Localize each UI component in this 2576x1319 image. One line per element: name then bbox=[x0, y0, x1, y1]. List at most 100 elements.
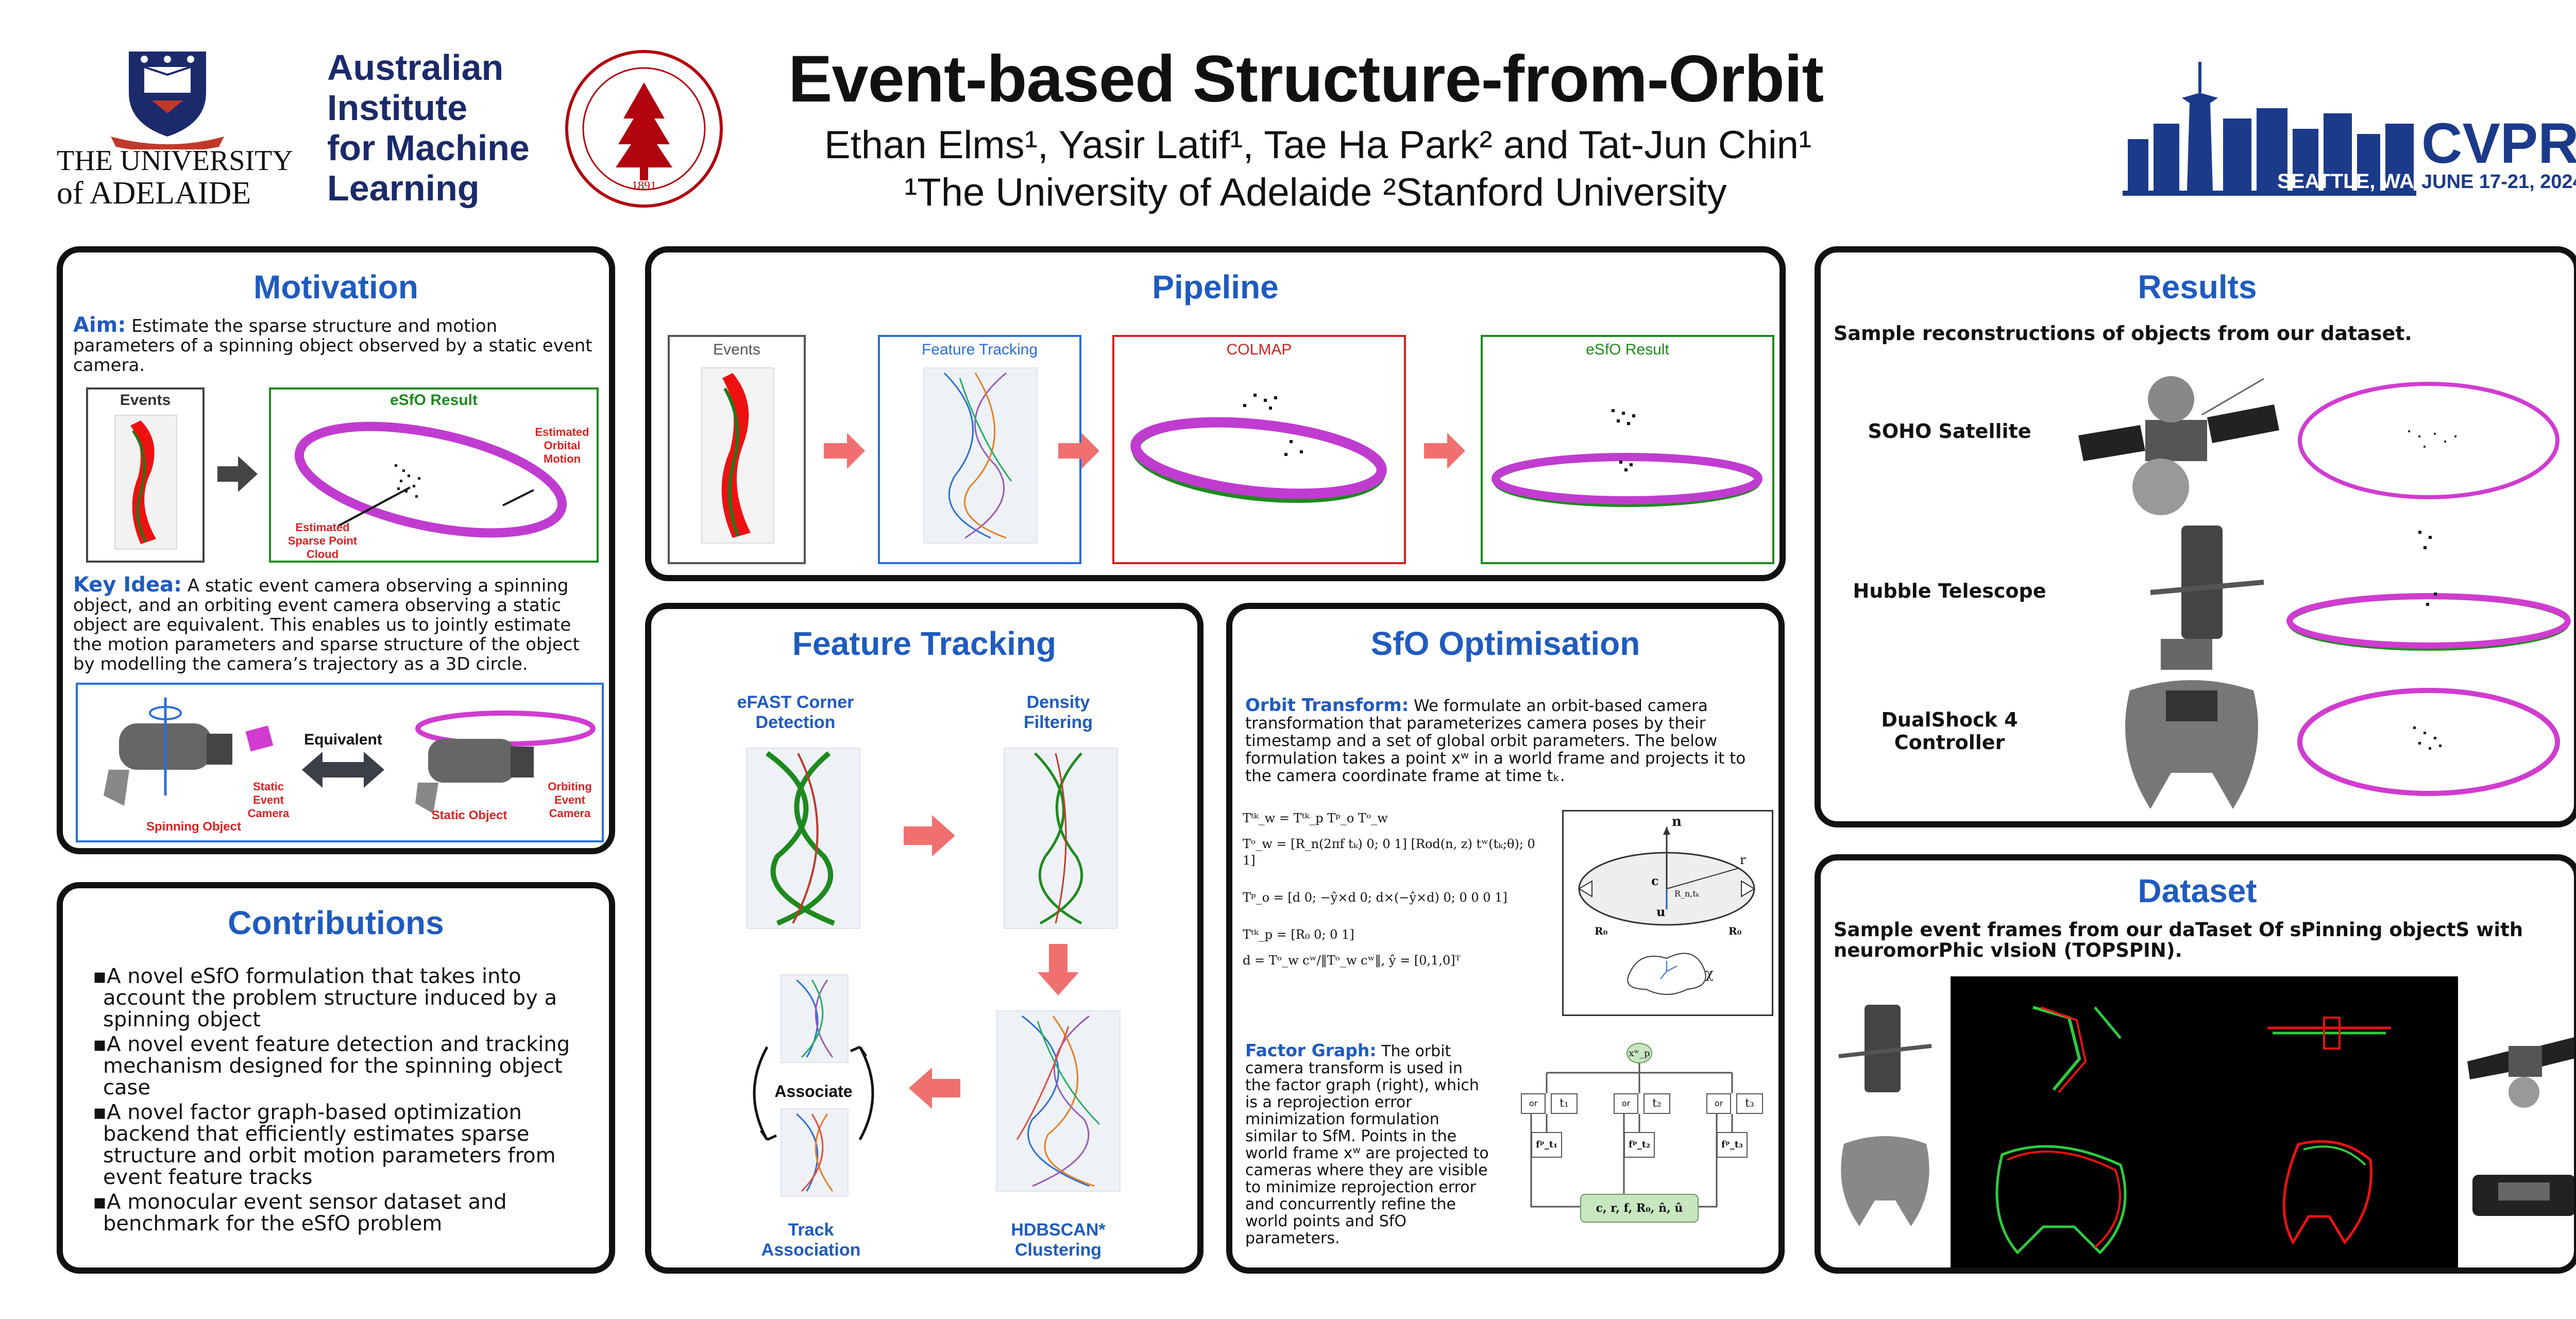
label-orbiting-event-camera: Orbiting Event Camera bbox=[548, 780, 592, 820]
eq-line-2: Tᵒ_w = [R_n(2πf tₖ) 0; 0 1] [Rod(n, z) t… bbox=[1243, 837, 1535, 868]
ft-density-plot-icon bbox=[1004, 748, 1118, 929]
pipeline-arrow-icon bbox=[1424, 433, 1465, 469]
adelaide-logo: THE UNIVERSITY of ADELAIDE bbox=[57, 46, 293, 211]
stage-label-events: Events bbox=[713, 341, 760, 358]
ft-corner-plot-icon bbox=[746, 748, 860, 929]
poster-authors: Ethan Elms¹, Yasir Latif¹, Tae Ha Park² … bbox=[824, 123, 1812, 167]
diag-chi-label: χ bbox=[1705, 966, 1714, 982]
event-frame-1-icon bbox=[2032, 1006, 2122, 1093]
cvpr-logo: CVPR SEATTLE, WA JUNE 17-21, 2024 bbox=[2123, 62, 2576, 201]
motivation-panel: Motivation Aim: Estimate the sparse stru… bbox=[57, 246, 615, 854]
event-frame-2-icon bbox=[2267, 1017, 2391, 1050]
ft-step-density-filtering: Density Filtering bbox=[1023, 692, 1093, 732]
sfo-equations: Tᵗᵏ_w = Tᵗᵏ_p Tᵖ_o Tᵒ_w Tᵒ_w = [R_n(2πf … bbox=[1243, 810, 1552, 969]
poster-affiliations: ¹The University of Adelaide ²Stanford Un… bbox=[904, 171, 1727, 214]
pipeline-stage-events: Events bbox=[668, 335, 806, 564]
aiml-line-2: Institute bbox=[327, 88, 468, 128]
stage-tracks-icon bbox=[923, 367, 1038, 544]
pipeline-stage-feature-tracking: Feature Tracking bbox=[878, 335, 1081, 564]
motivation-arrow-icon bbox=[217, 456, 258, 492]
orbit-transform-label: Orbit Transform: bbox=[1245, 695, 1409, 716]
spinning-object-icon bbox=[104, 698, 274, 806]
dataset-soho-model-icon bbox=[2467, 1037, 2574, 1108]
events-figure: Events bbox=[86, 387, 205, 563]
orbit-geometry-diagram: n r c R_n,tₖ u R₀ R₀ χ bbox=[1562, 810, 1773, 1016]
adelaide-crest-icon bbox=[129, 52, 206, 137]
label-equivalent: Equivalent bbox=[304, 731, 382, 748]
dataset-panel: Dataset Sample event frames from our daT… bbox=[1815, 854, 2576, 1274]
events-volume-icon bbox=[114, 415, 177, 550]
label-static-event-camera: Static Event Camera bbox=[247, 780, 290, 820]
contributions-panel: Contributions ▪A novel eSfO formulation … bbox=[57, 882, 615, 1274]
diag-u-label: u bbox=[1656, 904, 1666, 919]
sfo-factor-graph-text: Factor Graph: The orbit camera transform… bbox=[1245, 1042, 1493, 1247]
adelaide-text-line1: THE UNIVERSITY bbox=[57, 145, 293, 177]
factor-graph-label: Factor Graph: bbox=[1245, 1040, 1377, 1060]
stage-events-volume-icon bbox=[701, 367, 774, 544]
event-frame-4-icon bbox=[2282, 1140, 2372, 1245]
fg-feature-node: fᵖ_t₂ bbox=[1624, 1132, 1655, 1158]
soho-reconstruction-icon bbox=[2298, 382, 2560, 499]
results-subtitle: Sample reconstructions of objects from o… bbox=[1834, 322, 2412, 345]
aim-text: Estimate the sparse structure and motion… bbox=[73, 316, 592, 376]
dataset-subtitle: Sample event frames from our daTaset Of … bbox=[1834, 919, 2523, 961]
ft-step-corner-detection: eFAST Corner Detection bbox=[737, 692, 854, 732]
ft-step-track-association: Track Association bbox=[761, 1220, 861, 1260]
label-estimated-cloud: Estimated Sparse Point Cloud bbox=[287, 521, 358, 561]
feature-tracking-panel: Feature Tracking eFAST Corner Detection … bbox=[645, 603, 1204, 1274]
fg-time-node: t₃ bbox=[1736, 1093, 1763, 1114]
fg-factor-node: or bbox=[1614, 1093, 1638, 1114]
stanford-seal-icon bbox=[565, 50, 723, 208]
cvpr-location: SEATTLE, WA bbox=[2277, 170, 2414, 193]
diag-c-label: c bbox=[1651, 873, 1659, 888]
aim-label: Aim: bbox=[73, 313, 126, 337]
results-title: Results bbox=[2138, 268, 2257, 306]
dataset-title: Dataset bbox=[2138, 872, 2257, 909]
fg-time-node: t₁ bbox=[1551, 1093, 1578, 1114]
label-static-object: Static Object bbox=[431, 808, 507, 822]
contributions-title: Contributions bbox=[228, 904, 444, 941]
sfo-panel: SfO Optimisation Orbit Transform: We for… bbox=[1226, 603, 1785, 1274]
adelaide-text-line2: of ADELAIDE bbox=[57, 176, 251, 211]
diag-n-label: n bbox=[1672, 814, 1682, 830]
factor-graph-diagram: xʷ_p or t₁ or t₂ or t₃ fᵖ_t₁ fᵖ_t₂ fᵖ_t₃… bbox=[1500, 1042, 1778, 1267]
ft-arrow-left-icon bbox=[909, 1068, 960, 1109]
result-label-hubble: Hubble Telescope bbox=[1853, 580, 2046, 602]
ft-association-bottom-icon bbox=[781, 1108, 849, 1197]
sfo-orbit-transform: Orbit Transform: We formulate an orbit-b… bbox=[1245, 697, 1771, 785]
factor-graph-text: The orbit camera transform is used in th… bbox=[1245, 1042, 1489, 1247]
stage-colmap-icon bbox=[1130, 394, 1387, 503]
fg-time-node: t₂ bbox=[1643, 1093, 1670, 1114]
contribution-item: ▪A novel factor graph-based optimization… bbox=[93, 1101, 556, 1189]
stage-label-esfo: eSfO Result bbox=[1586, 341, 1669, 358]
ft-arrow-right-icon bbox=[904, 815, 955, 856]
key-idea-label: Key Idea: bbox=[73, 573, 182, 597]
hubble-reconstruction-icon bbox=[2286, 531, 2571, 651]
eq-line-3: Tᵖ_o = [d 0; −ŷ×d 0; d×(−ŷ×d) 0; 0 0 0 1… bbox=[1243, 890, 1507, 905]
contribution-item: ▪A novel event feature detection and tra… bbox=[93, 1033, 570, 1100]
orbit-ring-icon bbox=[294, 421, 567, 538]
contribution-item: ▪A monocular event sensor dataset and be… bbox=[93, 1190, 507, 1236]
fg-feature-node: fᵖ_t₃ bbox=[1717, 1132, 1748, 1158]
fg-point-node: xʷ_p bbox=[1626, 1043, 1652, 1063]
stage-label-feature-tracking: Feature Tracking bbox=[921, 341, 1038, 358]
aiml-line-1: Australian bbox=[327, 47, 504, 88]
diag-r-label: r bbox=[1740, 853, 1746, 867]
cvpr-wordmark: CVPR bbox=[2421, 112, 2576, 175]
seattle-skyline-icon bbox=[2123, 62, 2416, 196]
pipeline-panel: Pipeline Events Feature Tracking COLMAP … bbox=[645, 246, 1786, 581]
stanford-seal: 1891 bbox=[562, 46, 726, 211]
orbit-diagram-icon bbox=[1578, 827, 1755, 995]
pipeline-stage-esfo: eSfO Result bbox=[1481, 335, 1774, 564]
results-panel: Results Sample reconstructions of object… bbox=[1815, 246, 2576, 827]
esfo-result-figure-label: eSfO Result bbox=[389, 392, 478, 409]
ft-associate-cycle-icon bbox=[753, 1045, 874, 1141]
esfo-result-figure: eSfO Result Estimated Orbital Motion Est… bbox=[269, 387, 599, 563]
static-object-orbit-icon bbox=[415, 711, 596, 814]
motivation-key-idea: Key Idea: A static event camera observin… bbox=[73, 573, 604, 674]
ft-arrow-down-icon bbox=[1038, 944, 1079, 995]
diag-rot-label: R_n,tₖ bbox=[1674, 889, 1699, 899]
eq-line-1: Tᵗᵏ_w = Tᵗᵏ_p Tᵖ_o Tᵒ_w bbox=[1243, 811, 1388, 825]
dataset-dualshock-model-icon bbox=[1841, 1136, 1929, 1226]
fg-factor-node: or bbox=[1706, 1093, 1731, 1114]
